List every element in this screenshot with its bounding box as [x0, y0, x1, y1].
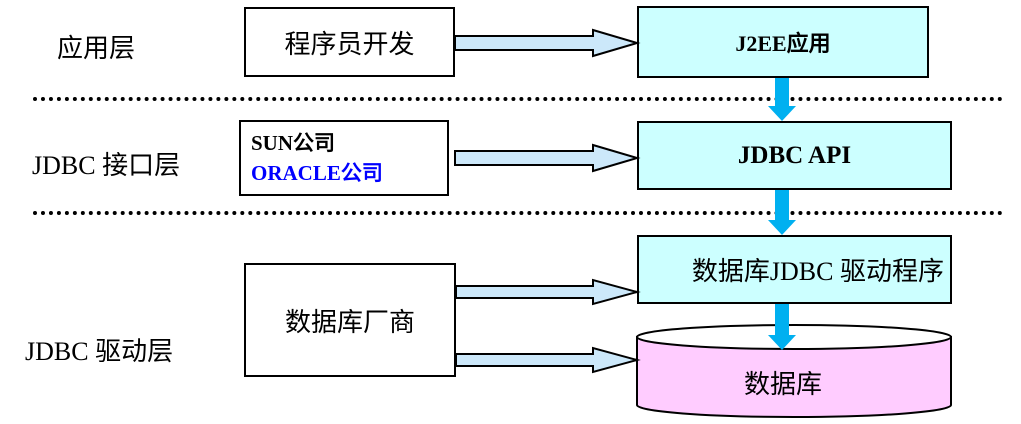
arrow-jdbc-api-to-driver [768, 190, 796, 235]
spec-vendors-box: SUN公司 ORACLE公司 [239, 120, 449, 196]
arrow-dbvendor-to-database [455, 346, 641, 374]
jdbc-driver-label: 数据库JDBC 驱动程序 [691, 257, 944, 286]
j2ee-app-label: J2EE应用 [735, 31, 831, 56]
oracle-label: ORACLE公司 [251, 161, 383, 185]
developer-box: 程序员开发 [244, 7, 455, 77]
developer-label: 程序员开发 [284, 29, 415, 59]
arrow-driver-to-database [768, 304, 796, 350]
db-vendor-box: 数据库厂商 [244, 263, 456, 377]
db-vendor-label: 数据库厂商 [284, 307, 415, 337]
sun-label: SUN公司 [251, 131, 336, 155]
jdbc-api-label: JDBC API [737, 141, 852, 169]
database-label: 数据库 [744, 370, 823, 399]
arrow-j2ee-to-jdbc-api [768, 78, 796, 121]
layer-divider-2 [33, 211, 1003, 215]
jdbc-api-box: JDBC API [637, 121, 952, 190]
arrow-vendors-to-jdbc-api [454, 143, 641, 173]
layer-divider-1 [33, 97, 1003, 101]
j2ee-app-box: J2EE应用 [637, 6, 929, 78]
arrow-dbvendor-to-driver [455, 278, 641, 306]
arrow-developer-to-j2ee [454, 28, 641, 58]
layer-label-jdbc-driver: JDBC 驱动层 [25, 337, 174, 366]
layer-label-application: 应用层 [57, 34, 136, 63]
jdbc-driver-box: 数据库JDBC 驱动程序 [637, 235, 952, 304]
layer-label-jdbc-interface: JDBC 接口层 [32, 151, 181, 180]
